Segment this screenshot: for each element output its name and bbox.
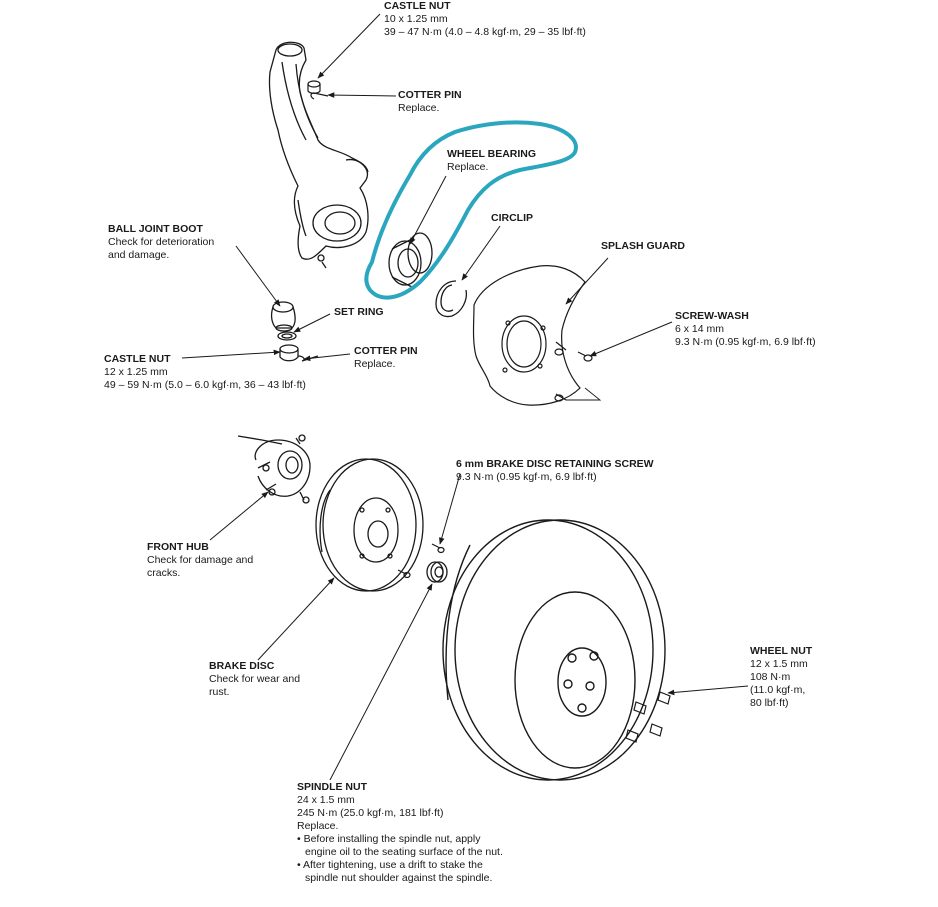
spindle-nut-note-1a: • Before installing the spindle nut, app… <box>297 833 481 845</box>
wheel-nut-torque-lbf: 80 lbf·ft) <box>750 697 789 709</box>
cotter-pin-top-note: Replace. <box>398 102 440 114</box>
brake-disc-part <box>315 458 424 592</box>
label-cotter-pin-top: COTTER PIN Replace. <box>398 89 462 115</box>
wheel-bearing-title: WHEEL BEARING <box>447 148 537 160</box>
screw-washer-torque: 9.3 N·m (0.95 kgf·m, 6.9 lbf·ft) <box>675 336 816 348</box>
label-screw-washer: SCREW-WASH 6 x 14 mm 9.3 N·m (0.95 kgf·m… <box>675 310 816 349</box>
disc-screws-part <box>397 543 445 579</box>
set-ring-part <box>277 331 297 341</box>
wheel-bearing-note: Replace. <box>447 161 489 173</box>
circlip-part <box>435 280 468 318</box>
castle-nut-top-title: CASTLE NUT <box>384 0 451 12</box>
screw-washer-part <box>577 351 593 362</box>
disc-screw-title: 6 mm BRAKE DISC RETAINING SCREW <box>456 458 654 470</box>
ball-joint-boot-part <box>270 301 296 332</box>
wheel-bearing-highlight <box>364 120 578 300</box>
wheel-tire-part <box>442 519 666 781</box>
spindle-nut-torque: 245 N·m (25.0 kgf·m, 181 lbf·ft) <box>297 807 444 819</box>
splash-guard-title: SPLASH GUARD <box>601 240 686 252</box>
wheel-nut-size: 12 x 1.5 mm <box>750 658 808 670</box>
castle-nut-top-torque: 39 – 47 N·m (4.0 – 4.8 kgf·m, 29 – 35 lb… <box>384 26 586 38</box>
splash-guard-leader-v <box>566 387 602 401</box>
cotter-pin-lower-note: Replace. <box>354 358 396 370</box>
castle-nut-lower-title: CASTLE NUT <box>104 353 171 365</box>
disc-screw-torque: 9.3 N·m (0.95 kgf·m, 6.9 lbf·ft) <box>456 471 597 483</box>
brake-disc-note-2: rust. <box>209 686 230 698</box>
wheel-nut-torque-nm: 108 N·m <box>750 671 791 683</box>
spindle-nut-part <box>426 561 448 583</box>
label-spindle-nut: SPINDLE NUT 24 x 1.5 mm 245 N·m (25.0 kg… <box>297 781 503 885</box>
label-ball-joint-boot: BALL JOINT BOOT Check for deterioration … <box>108 223 214 262</box>
front-hub-title: FRONT HUB <box>147 541 209 553</box>
leader-front-hub <box>209 491 269 541</box>
leader-screw-washer <box>589 321 673 357</box>
screw-washer-title: SCREW-WASH <box>675 310 749 322</box>
brake-disc-note-1: Check for wear and <box>209 673 301 685</box>
castle-nut-top-part <box>307 80 321 94</box>
cotter-pin-top-title: COTTER PIN <box>398 89 462 101</box>
ball-joint-boot-title: BALL JOINT BOOT <box>108 223 203 235</box>
screw-washer-size: 6 x 14 mm <box>675 323 725 335</box>
leader-castle-nut-top <box>317 13 381 79</box>
label-splash-guard: SPLASH GUARD <box>601 240 685 253</box>
leader-wheel-bearing <box>409 175 447 245</box>
label-set-ring: SET RING <box>334 306 384 319</box>
label-wheel-nut: WHEEL NUT 12 x 1.5 mm 108 N·m (11.0 kgf·… <box>750 645 812 710</box>
castle-nut-lower-size: 12 x 1.25 mm <box>104 366 168 378</box>
front-hub-note-1: Check for damage and <box>147 554 254 566</box>
label-wheel-bearing: WHEEL BEARING Replace. <box>447 148 536 174</box>
leader-lines <box>181 13 749 781</box>
leader-cotter-pin-top <box>327 92 397 98</box>
label-cotter-pin-lower: COTTER PIN Replace. <box>354 345 418 371</box>
spindle-nut-replace: Replace. <box>297 820 339 832</box>
leader-disc-screw <box>439 473 461 545</box>
spindle-nut-note-2b: spindle nut shoulder against the spindle… <box>305 872 493 884</box>
castle-nut-lower-part <box>279 344 299 362</box>
leader-splash-guard <box>565 257 609 305</box>
set-ring-title: SET RING <box>334 306 384 318</box>
castle-nut-top-size: 10 x 1.25 mm <box>384 13 448 25</box>
ball-joint-boot-note-2: and damage. <box>108 249 170 261</box>
front-hub-note-2: cracks. <box>147 567 181 579</box>
castle-nut-lower-torque: 49 – 59 N·m (5.0 – 6.0 kgf·m, 36 – 43 lb… <box>104 379 306 391</box>
leader-set-ring <box>293 313 331 333</box>
leader-spindle-nut <box>329 583 433 781</box>
wheel-nuts-part <box>625 691 671 743</box>
spindle-nut-note-2a: • After tightening, use a drift to stake… <box>297 859 483 871</box>
leader-circlip <box>461 225 501 281</box>
label-front-hub: FRONT HUB Check for damage and cracks. <box>147 541 253 580</box>
ball-joint-boot-note-1: Check for deterioration <box>108 236 215 248</box>
leader-brake-disc <box>257 577 335 661</box>
label-castle-nut-lower: CASTLE NUT 12 x 1.25 mm 49 – 59 N·m (5.0… <box>104 353 306 392</box>
leader-castle-nut-lower <box>181 349 281 359</box>
steering-knuckle <box>268 41 369 269</box>
leader-wheel-nut <box>667 685 749 696</box>
brake-disc-title: BRAKE DISC <box>209 660 275 672</box>
wheel-bearing-part <box>388 232 433 289</box>
leader-ball-joint-boot <box>235 245 281 307</box>
leader-cotter-pin-lower <box>303 353 351 362</box>
cotter-pin-top-part <box>310 92 329 100</box>
spindle-nut-note-1b: engine oil to the seating surface of the… <box>305 846 503 858</box>
front-hub-part <box>237 434 311 504</box>
label-circlip: CIRCLIP <box>491 212 533 225</box>
cotter-pin-lower-title: COTTER PIN <box>354 345 418 357</box>
spindle-nut-size: 24 x 1.5 mm <box>297 794 355 806</box>
wheel-nut-title: WHEEL NUT <box>750 645 813 657</box>
circlip-title: CIRCLIP <box>491 212 533 224</box>
spindle-nut-title: SPINDLE NUT <box>297 781 368 793</box>
wheel-nut-torque-kgf: (11.0 kgf·m, <box>750 684 806 696</box>
label-disc-screw: 6 mm BRAKE DISC RETAINING SCREW 9.3 N·m … <box>456 458 654 484</box>
splash-guard-part <box>472 265 586 406</box>
label-brake-disc: BRAKE DISC Check for wear and rust. <box>209 660 300 699</box>
label-castle-nut-top: CASTLE NUT 10 x 1.25 mm 39 – 47 N·m (4.0… <box>384 0 586 39</box>
